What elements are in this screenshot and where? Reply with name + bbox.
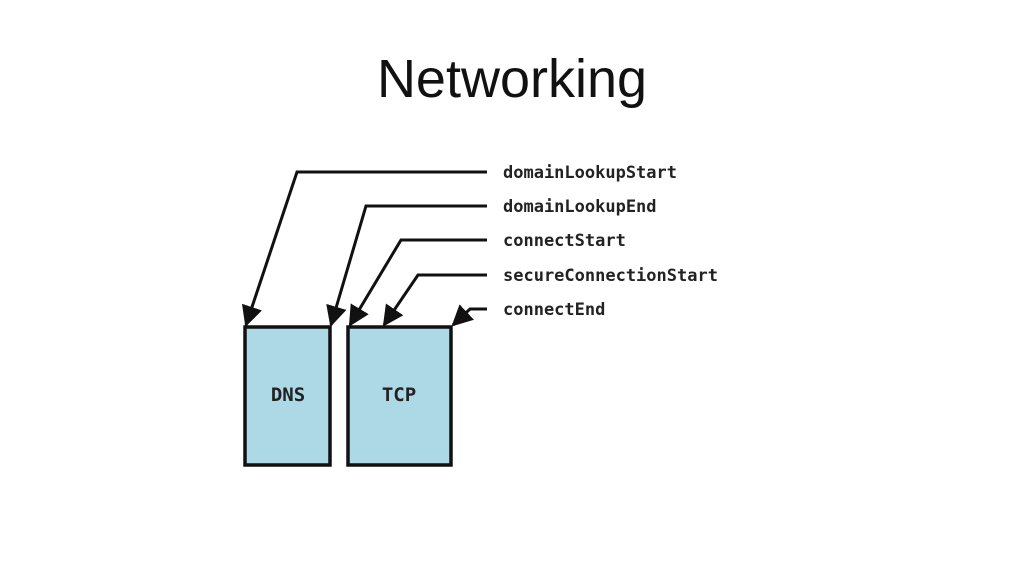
secure-connection-start-arrow	[382, 273, 487, 327]
domain-lookup-end-label: domainLookupEnd	[503, 197, 657, 217]
domain-lookup-end-arrow	[326, 204, 487, 328]
connect-start-arrow	[348, 238, 487, 327]
connect-end-label: connectEnd	[503, 300, 605, 320]
domain-lookup-start-arrow	[242, 170, 487, 327]
tcp-box	[346, 325, 453, 467]
connect-end-arrow	[451, 304, 487, 327]
connect-start-label: connectStart	[503, 231, 626, 251]
slide-title: Networking	[376, 49, 648, 109]
tcp-box-label: TCP	[382, 384, 416, 406]
dns-box-label: DNS	[271, 384, 305, 406]
domain-lookup-start-label: domainLookupStart	[503, 163, 677, 183]
dns-box	[243, 325, 332, 467]
secure-connection-start-label: secureConnectionStart	[503, 266, 718, 286]
